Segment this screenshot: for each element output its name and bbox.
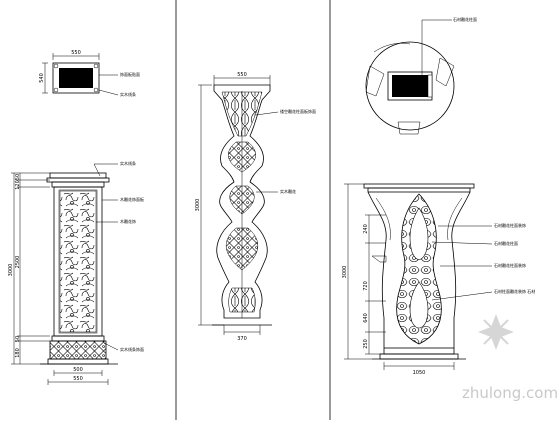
left-elev-note-4: 实木线条饰面 <box>120 346 144 352</box>
left-elev-dim-top-a: 50 <box>15 174 21 180</box>
middle-column-elevation <box>198 75 279 335</box>
right-elev-dim-4: 250 <box>363 339 369 349</box>
right-elev-dim-3: 640 <box>363 313 369 323</box>
left-plan-view <box>42 53 119 96</box>
right-elev-note-1: 石材雕花柱面装饰 <box>494 222 526 228</box>
left-elev-dim-top-b: 120 <box>15 180 21 190</box>
left-elev-dim-total: 3000 <box>8 264 14 277</box>
right-elev-dim-1: 240 <box>363 224 369 234</box>
right-column-elevation <box>344 183 493 370</box>
left-elev-dim-bottom-b: 180 <box>15 348 21 358</box>
right-elev-dim-2: 720 <box>363 281 369 291</box>
right-elev-dim-total: 3000 <box>342 266 348 279</box>
right-elev-note-4: 石材柱面雕花装饰 石材 <box>494 288 535 294</box>
left-plan-note-2: 实木线条 <box>120 91 136 97</box>
right-elev-dim-base: 1050 <box>413 370 426 376</box>
left-elev-note-1: 实木线条 <box>120 160 136 166</box>
middle-note-2: 实木雕花 <box>280 188 296 194</box>
left-plan-note-1: 饰面板贴面 <box>120 71 140 77</box>
left-elev-note-3: 木雕花饰 <box>120 218 136 224</box>
left-elev-note-2: 木雕花饰面板 <box>120 196 144 202</box>
left-elev-dim-base-outer: 550 <box>73 376 83 382</box>
watermark-logo-icon <box>478 314 514 350</box>
left-column-elevation <box>11 163 119 385</box>
right-elev-note-3: 石材雕花柱面装饰 <box>494 262 526 268</box>
middle-note-1: 镂空雕花柱面板饰面 <box>280 108 316 114</box>
left-plan-width-dim: 550 <box>71 50 81 56</box>
right-plan-note: 石材雕花柱面 <box>453 16 477 22</box>
watermark-text: zhulong.com <box>462 384 558 402</box>
left-plan-depth-dim: 540 <box>39 73 45 83</box>
middle-dim-bottom: 370 <box>237 336 247 342</box>
right-plan-view <box>365 19 455 135</box>
middle-dim-height: 3000 <box>195 199 201 212</box>
middle-dim-top: 550 <box>237 72 247 78</box>
left-elev-dim-base-inner: 500 <box>73 367 83 373</box>
left-elev-dim-bottom-a: 50 <box>15 336 21 342</box>
right-elev-note-2: 石材雕花柱面 <box>494 240 518 246</box>
left-elev-dim-middle: 2500 <box>15 256 21 269</box>
